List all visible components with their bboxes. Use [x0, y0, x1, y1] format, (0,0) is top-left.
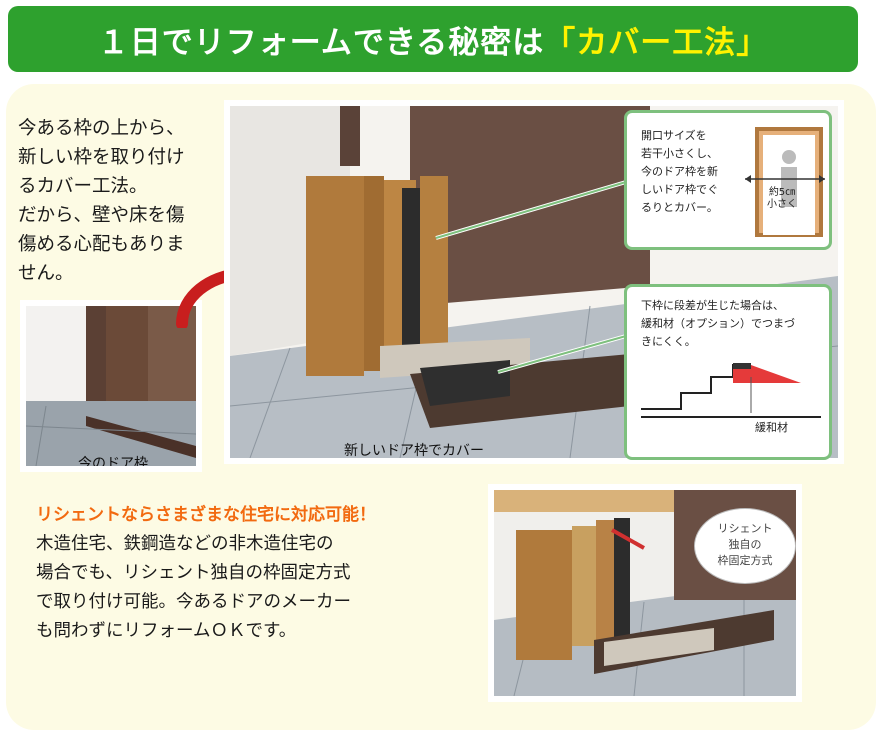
door-size-diagram	[745, 127, 825, 237]
callout-line: るりとカバー。	[641, 201, 718, 214]
intro-text: 今ある枠の上から、 新しい枠を取り付け るカバー工法。 だから、壁や床を傷 傷め…	[18, 114, 214, 288]
old-frame-photo: 今のドア枠	[20, 300, 202, 472]
section-line: 木造住宅、鉄鋼造などの非木造住宅の	[36, 534, 334, 554]
callout-line: しいドア枠でぐ	[641, 183, 719, 196]
main-frame-caption: 新しいドア枠でカバー	[344, 443, 484, 459]
callout-opening-size: 開口サイズを 若干小さくし、 今のドア枠を新 しいドア枠でぐ るりとカバー。 約…	[624, 110, 832, 250]
callout-line: 開口サイズを	[641, 129, 707, 142]
bubble-line: 独自の	[728, 538, 762, 551]
fixing-method-photo	[488, 484, 802, 702]
intro-line: だから、壁や床を傷	[18, 205, 185, 226]
callout-line: 下枠に段差が生じた場合は、	[641, 299, 784, 312]
callout-line: きにくく。	[641, 335, 696, 348]
intro-line: せん。	[18, 263, 74, 284]
bubble-line: リシェント	[717, 522, 773, 535]
intro-line: 新しい枠を取り付け	[18, 147, 185, 168]
callout-pointer-lines	[435, 180, 627, 374]
fixing-method-illustration	[494, 490, 796, 696]
door-size-label: 約5㎝	[768, 187, 796, 198]
old-frame-illustration	[26, 306, 196, 466]
door-size-label: 小さく	[767, 199, 797, 210]
intro-line: 傷める心配もありま	[18, 234, 185, 255]
callout-line: 今のドア枠を新	[641, 165, 718, 178]
old-frame-caption: 今のドア枠	[78, 456, 148, 472]
slope-diagram	[641, 363, 821, 418]
section-text: 木造住宅、鉄鋼造などの非木造住宅の 場合でも、リシェント独自の枠固定方式 で取り…	[36, 530, 351, 646]
door-size-labels: 約5㎝ 小さく	[767, 187, 797, 211]
fixing-method-bubble: リシェント 独自の 枠固定方式	[694, 508, 796, 584]
page-title: １日でリフォームできる秘密は「カバー工法」	[8, 6, 858, 72]
section-line: で取り付け可能。今あるドアのメーカー	[36, 592, 351, 612]
callout-line: 若干小さくし、	[641, 147, 718, 160]
bubble-line: 枠固定方式	[717, 554, 773, 567]
section-title: リシェントならさまざまな住宅に対応可能！	[36, 505, 376, 525]
section-line: も問わずにリフォームＯＫです。	[36, 621, 297, 641]
title-main: １日でリフォームできる秘密は	[97, 24, 545, 61]
callout-threshold-text: 下枠に段差が生じた場合は、 緩和材（オプション）でつまづ きにくく。	[641, 297, 795, 351]
callout-line: 緩和材（オプション）でつまづ	[641, 317, 795, 330]
intro-line: 今ある枠の上から、	[18, 118, 185, 139]
callout-threshold: 下枠に段差が生じた場合は、 緩和材（オプション）でつまづ きにくく。 緩和材	[624, 284, 832, 460]
intro-line: るカバー工法。	[18, 176, 148, 197]
slope-label: 緩和材	[755, 421, 788, 434]
title-highlight: 「カバー工法」	[544, 24, 769, 61]
section-line: 場合でも、リシェント独自の枠固定方式	[36, 563, 351, 583]
callout-opening-text: 開口サイズを 若干小さくし、 今のドア枠を新 しいドア枠でぐ るりとカバー。	[641, 127, 718, 217]
